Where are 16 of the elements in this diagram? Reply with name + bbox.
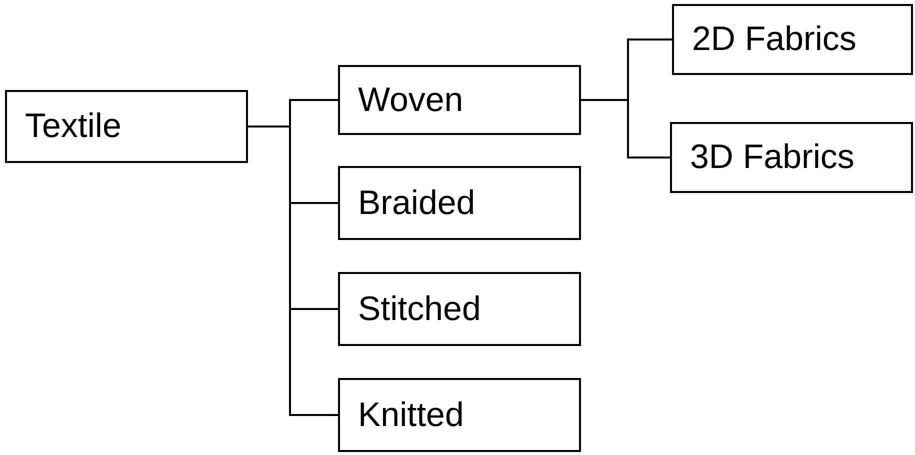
category-label: 3D Fabrics <box>690 138 854 177</box>
category-box <box>338 65 581 135</box>
category-label: Textile <box>25 107 122 146</box>
category-box <box>670 122 913 193</box>
category-box <box>338 166 581 240</box>
category-label: 2D Fabrics <box>692 20 856 59</box>
connector-line <box>581 99 670 158</box>
category-box <box>338 272 581 346</box>
category-box <box>672 4 913 75</box>
category-label: Stitched <box>358 290 481 328</box>
category-box <box>5 90 248 163</box>
connector-line <box>248 126 338 416</box>
category-label: Knitted <box>358 396 464 434</box>
category-label: Braided <box>358 184 476 222</box>
category-box <box>338 378 581 452</box>
category-label: Woven <box>358 80 464 120</box>
